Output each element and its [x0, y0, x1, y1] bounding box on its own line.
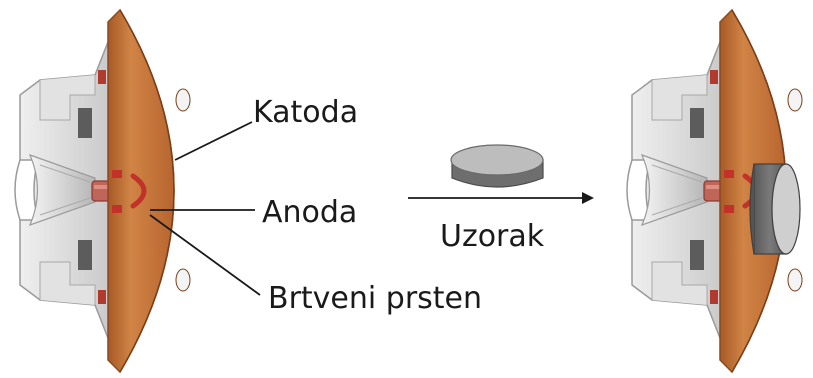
- mounted-sample-face: [771, 163, 801, 255]
- transfer-arrow-head: [582, 192, 594, 204]
- mounted-sample: [749, 163, 801, 255]
- housing-slot-top: [78, 108, 92, 138]
- seal-ring-label: Brtveni prsten: [268, 281, 482, 316]
- anode-cone-right: [640, 153, 708, 227]
- housing-dark-notch-bottom: [98, 290, 106, 304]
- housing-slot-bottom: [78, 240, 92, 270]
- sample-transfer: Uzorak: [408, 144, 594, 254]
- housing-detail-bottom: [39, 261, 96, 305]
- sample-label: Uzorak: [440, 219, 545, 254]
- cathode-label: Katoda: [253, 95, 358, 130]
- cathode-plate: [107, 8, 175, 374]
- right-source-assembly: [626, 8, 803, 374]
- seal-ring-leader: [149, 214, 261, 296]
- anode-cone: [28, 153, 96, 227]
- sample-disc-top: [450, 144, 544, 176]
- seal-ring: [130, 173, 147, 209]
- anode-label: Anoda: [262, 195, 357, 230]
- cathode-hole-top: [175, 88, 191, 112]
- cathode-leader: [174, 121, 253, 161]
- cathode-hole-bottom: [175, 268, 191, 292]
- housing-detail-top: [39, 75, 96, 121]
- left-source-assembly: Katoda Anoda Brtveni prsten: [14, 8, 482, 374]
- housing-dark-notch-top: [98, 70, 106, 84]
